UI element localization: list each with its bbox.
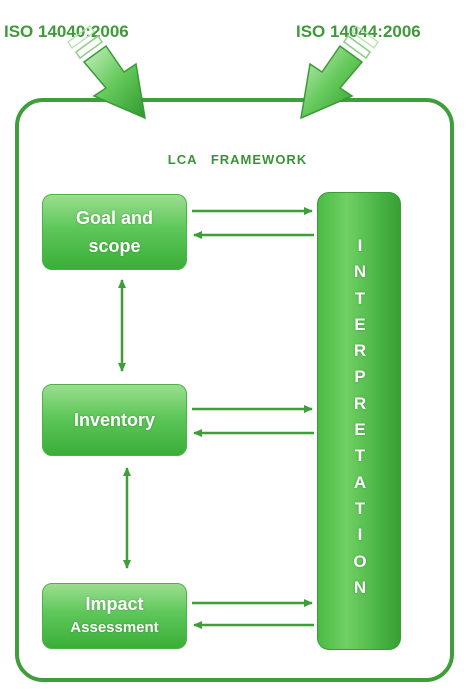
- goal-box-line2: scope: [88, 236, 141, 256]
- interpretation-letter: R: [353, 393, 367, 413]
- interpretation-letter: R: [353, 341, 367, 361]
- framework-title: LCA FRAMEWORK: [167, 152, 308, 167]
- interpretation-letter: T: [354, 498, 366, 518]
- interpretation-letter: P: [354, 367, 366, 387]
- interpretation-box: I N T E R P R E T A T I O N: [317, 192, 401, 650]
- interpretation-letter: N: [353, 577, 367, 597]
- goal-interpretation-arrows-icon: [192, 207, 314, 239]
- interpretation-letter: N: [353, 262, 367, 282]
- impact-interpretation-arrows-icon: [192, 599, 314, 629]
- interpretation-letter: T: [354, 446, 366, 466]
- interpretation-letter: I: [357, 236, 363, 255]
- standard-label-iso-14044: ISO 14044:2006: [296, 22, 421, 41]
- impact-box-line1: Impact: [85, 594, 144, 614]
- inventory-box-label: Inventory: [73, 409, 156, 430]
- standard-arrow-left-icon: [67, 25, 146, 120]
- interpretation-letter: E: [354, 420, 366, 440]
- goal-and-scope-box: Goal and scope: [42, 194, 187, 270]
- interpretation-letter: E: [354, 314, 366, 334]
- interpretation-letter: A: [353, 472, 367, 492]
- interpretation-letter: I: [357, 525, 363, 545]
- interpretation-letter: T: [354, 288, 366, 308]
- interpretation-label: I N T E R P R E T A T I O N: [318, 233, 402, 601]
- inventory-box: Inventory: [42, 384, 187, 456]
- impact-box-line2: Assessment: [70, 619, 159, 636]
- impact-assessment-box: Impact Assessment: [42, 583, 187, 649]
- inventory-interpretation-arrows-icon: [192, 405, 314, 437]
- standard-arrow-right-icon: [300, 25, 379, 120]
- goal-box-line1: Goal and: [75, 208, 153, 228]
- interpretation-letter: O: [353, 551, 367, 571]
